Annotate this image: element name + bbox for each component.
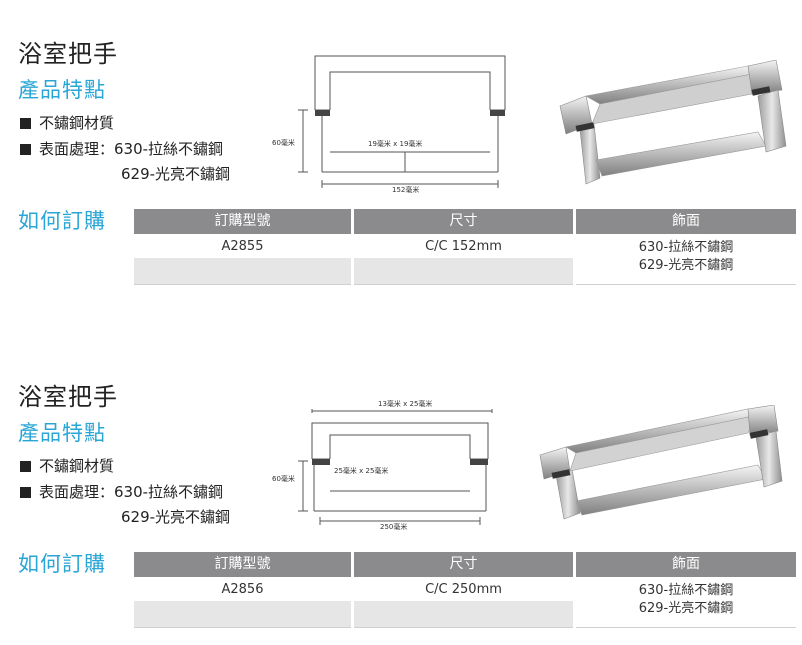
height-label: 60毫米 bbox=[272, 474, 295, 483]
cell-finish: 630-拉絲不鏽鋼 629-光亮不鏽鋼 bbox=[638, 240, 734, 273]
feature-material: 不鏽鋼材質 bbox=[20, 455, 114, 476]
row-shade bbox=[354, 258, 573, 284]
product-title: 浴室把手 bbox=[18, 40, 118, 68]
height-label: 60毫米 bbox=[272, 138, 295, 147]
product-section-1: 浴室把手 產品特點 不鏽鋼材質 表面處理：630-拉絲不鏽鋼 629-光亮不鏽鋼 bbox=[0, 0, 802, 300]
cc-label: 250毫米 bbox=[380, 522, 407, 531]
row-divider bbox=[134, 627, 351, 628]
header-size: 尺寸 bbox=[354, 552, 573, 577]
product-photo bbox=[536, 404, 786, 530]
product-title: 浴室把手 bbox=[18, 383, 118, 411]
bullet-square-icon bbox=[20, 144, 31, 155]
row-divider bbox=[354, 284, 573, 285]
features-heading: 產品特點 bbox=[18, 78, 106, 102]
features-heading: 產品特點 bbox=[18, 421, 106, 445]
top-size-label: 13毫米 x 25毫米 bbox=[378, 399, 432, 408]
row-shade bbox=[354, 601, 573, 627]
header-model: 訂購型號 bbox=[134, 552, 351, 577]
bullet-square-icon bbox=[20, 461, 31, 472]
feature-surface: 表面處理：630-拉絲不鏽鋼 bbox=[20, 138, 223, 159]
feature-surface-2: 629-光亮不鏽鋼 bbox=[121, 165, 231, 183]
feature-material: 不鏽鋼材質 bbox=[20, 112, 114, 133]
bar-size-label: 25毫米 x 25毫米 bbox=[334, 466, 388, 475]
row-divider bbox=[354, 627, 573, 628]
row-divider bbox=[134, 284, 351, 285]
cell-size: C/C 152mm bbox=[425, 239, 502, 254]
product-section-2: 浴室把手 產品特點 不鏽鋼材質 表面處理：630-拉絲不鏽鋼 629-光亮不鏽鋼 bbox=[0, 343, 802, 643]
row-shade bbox=[134, 601, 351, 627]
row-divider bbox=[576, 284, 796, 285]
dimension-drawing: 13毫米 x 25毫米 60毫米 25毫米 x 25毫米 250毫米 bbox=[270, 391, 520, 541]
order-heading: 如何訂購 bbox=[18, 209, 106, 233]
product-photo bbox=[552, 59, 792, 185]
cell-finish: 630-拉絲不鏽鋼 629-光亮不鏽鋼 bbox=[638, 583, 734, 616]
cc-label: 152毫米 bbox=[392, 185, 419, 194]
bar-size-label: 19毫米 x 19毫米 bbox=[368, 139, 422, 148]
header-size: 尺寸 bbox=[354, 209, 573, 234]
order-heading: 如何訂購 bbox=[18, 552, 106, 576]
cell-model: A2856 bbox=[221, 582, 264, 597]
bullet-square-icon bbox=[20, 118, 31, 129]
cell-size: C/C 250mm bbox=[425, 582, 502, 597]
header-finish: 飾面 bbox=[576, 552, 796, 577]
header-model: 訂購型號 bbox=[134, 209, 351, 234]
row-shade bbox=[134, 258, 351, 284]
row-divider bbox=[576, 627, 796, 628]
bullet-square-icon bbox=[20, 487, 31, 498]
feature-surface: 表面處理：630-拉絲不鏽鋼 bbox=[20, 481, 223, 502]
cell-model: A2855 bbox=[221, 239, 264, 254]
feature-surface-2: 629-光亮不鏽鋼 bbox=[121, 508, 231, 526]
header-finish: 飾面 bbox=[576, 209, 796, 234]
dimension-drawing: 60毫米 19毫米 x 19毫米 152毫米 bbox=[270, 48, 520, 198]
